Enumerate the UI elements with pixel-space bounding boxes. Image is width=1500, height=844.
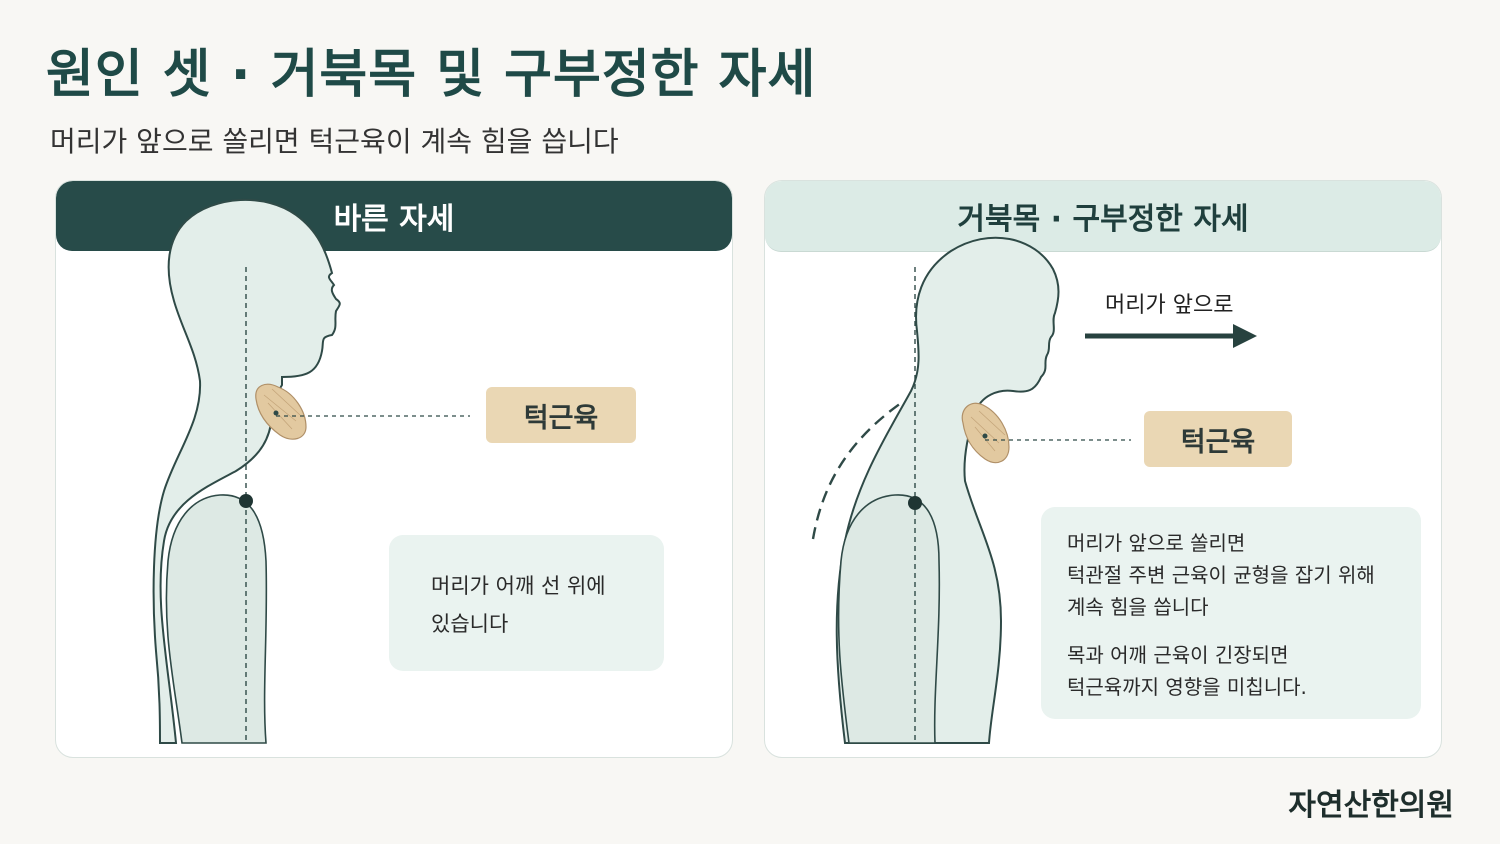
correct-posture-note-line: 있습니다 <box>431 612 509 636</box>
page-title: 원인 셋 · 거북목 및 구부정한 자세 <box>46 45 817 105</box>
forward-head-curve-line <box>811 402 902 540</box>
forward-head-shoulder-point <box>908 496 922 510</box>
forward-arrow-label: 머리가 앞으로 <box>1105 293 1234 318</box>
forward-head-note-line: 턱근육까지 영향을 미칩니다. <box>1067 675 1307 699</box>
correct-posture-note-line: 머리가 어깨 선 위에 <box>431 574 606 598</box>
page-subtitle: 머리가 앞으로 쏠리면 턱근육이 계속 힘을 씁니다 <box>50 125 619 158</box>
clinic-name: 자연산한의원 <box>1288 788 1454 823</box>
correct-posture-arm <box>165 494 268 744</box>
forward-head-jaw-muscle-icon <box>961 402 1010 464</box>
forward-head-arm <box>837 494 941 744</box>
forward-head-muscle-tag: 턱근육 <box>1144 411 1292 467</box>
correct-posture-body <box>152 199 341 744</box>
correct-posture-muscle-tag: 턱근육 <box>486 387 636 443</box>
correct-posture-shoulder-point <box>239 494 253 508</box>
correct-posture-header: 바른 자세 <box>56 181 732 251</box>
forward-head-posture-figure <box>811 236 1257 744</box>
forward-head-note-line: 머리가 앞으로 쏠리면 <box>1067 531 1246 555</box>
forward-head-note: 머리가 앞으로 쏠리면 턱관절 주변 근육이 균형을 잡기 위해 계속 힘을 씁… <box>1041 507 1421 719</box>
correct-posture-figure <box>152 199 470 744</box>
correct-posture-note: 머리가 어깨 선 위에 있습니다 <box>389 535 664 671</box>
forward-head-posture-panel: 거북목 · 구부정한 자세 머리가 앞으로 턱근육 머리가 앞으로 쏠리면 턱관… <box>764 180 1442 758</box>
forward-arrow-icon <box>1085 324 1257 348</box>
forward-head-note-line: 계속 힘을 씁니다 <box>1067 595 1209 619</box>
forward-head-note-line: 턱관절 주변 근육이 균형을 잡기 위해 <box>1067 563 1375 587</box>
forward-head-posture-header: 거북목 · 구부정한 자세 <box>765 181 1441 252</box>
correct-posture-panel: 바른 자세 턱근육 머리가 어깨 선 위에 있습니다 <box>55 180 733 758</box>
forward-head-note-line: 목과 어깨 근육이 긴장되면 <box>1067 643 1289 667</box>
